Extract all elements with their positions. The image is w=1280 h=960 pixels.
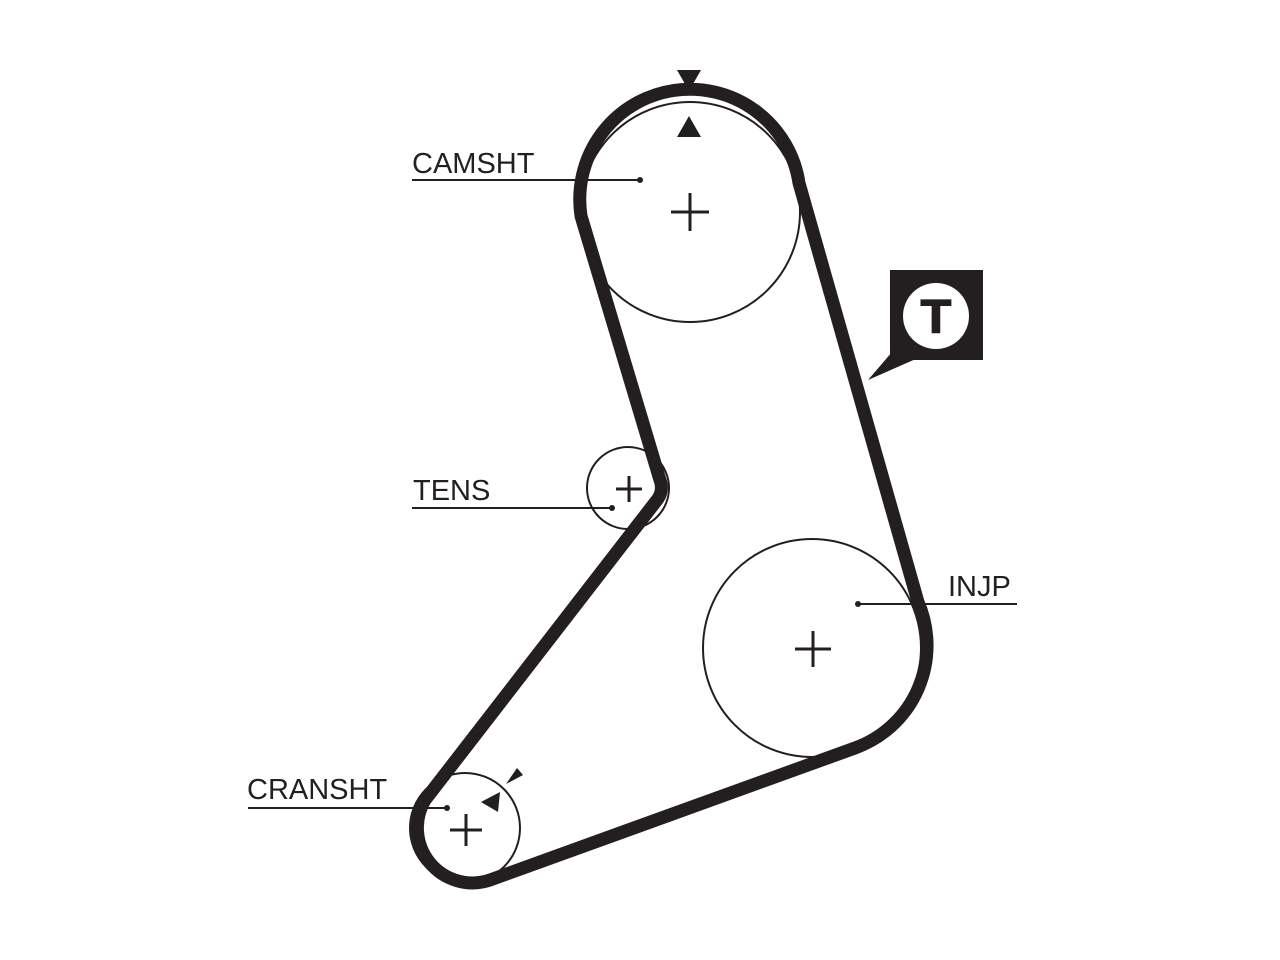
tension-badge-pointer <box>868 345 918 380</box>
injection-pump-label: INJP <box>948 571 1011 603</box>
crankshaft-label: CRANSHT <box>247 774 387 806</box>
crankshaft-timing-mark-inner-icon <box>481 792 500 812</box>
tension-badge-circle <box>903 283 969 349</box>
camshaft-timing-mark-bottom-icon <box>677 116 701 137</box>
tension-badge-letter: T <box>920 290 952 344</box>
injection-pump-leader-dot <box>855 601 861 607</box>
tensioner-center-plus-icon <box>616 476 642 502</box>
camshaft-label: CAMSHT <box>412 148 535 180</box>
crankshaft-leader-dot <box>444 805 450 811</box>
camshaft-timing-mark-top-icon <box>677 70 701 91</box>
tensioner-leader-dot <box>609 505 615 511</box>
tension-callout-icon: T <box>868 270 983 380</box>
tensioner-label: TENS <box>413 475 490 507</box>
camshaft-center-plus-icon <box>671 193 709 231</box>
crankshaft-timing-mark-outer-icon <box>506 768 523 784</box>
injection-pump-center-plus-icon <box>795 631 831 667</box>
timing-belt <box>410 82 934 890</box>
crankshaft-center-plus-icon <box>450 814 482 846</box>
camshaft-leader-dot <box>637 177 643 183</box>
